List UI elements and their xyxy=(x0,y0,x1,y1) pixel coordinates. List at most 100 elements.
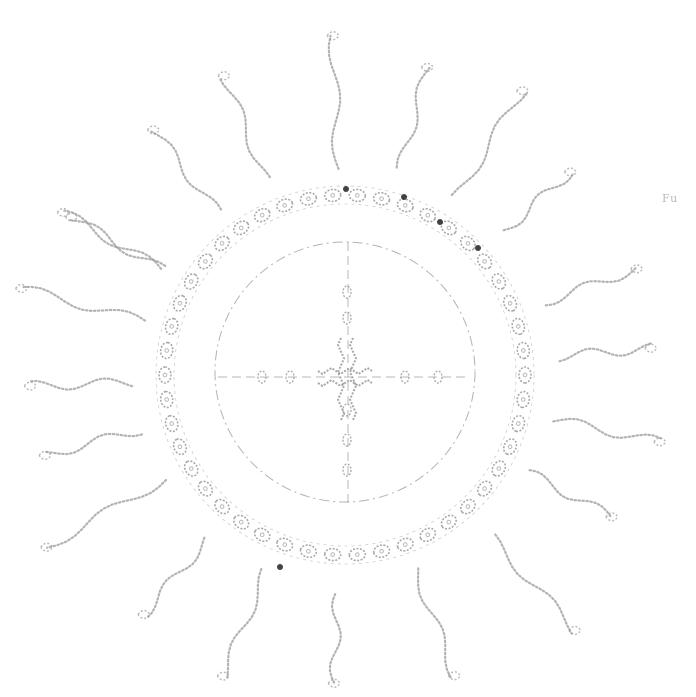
ring-bead-center xyxy=(307,197,311,201)
ring-bead-center xyxy=(522,349,526,353)
ring-bead-center xyxy=(204,487,208,491)
ring-bead xyxy=(299,544,317,559)
ring-bead xyxy=(516,391,530,408)
ray-tip-11 xyxy=(606,513,618,521)
ray-9 xyxy=(560,343,651,361)
ring-bead xyxy=(501,437,518,456)
ring-bead-center xyxy=(466,242,470,246)
ray-3 xyxy=(219,78,270,178)
ring-bead xyxy=(252,206,272,224)
central-cross xyxy=(318,338,372,420)
ring-bead xyxy=(519,367,531,383)
ring-bead-center xyxy=(220,242,224,246)
ring-bead-center xyxy=(426,533,430,537)
ring-bead-center xyxy=(497,467,501,471)
ring-bead-center xyxy=(260,533,264,537)
ring-bead-center xyxy=(331,553,335,557)
ring-bead xyxy=(510,317,526,336)
ring-bead-center xyxy=(404,204,408,208)
ring-bead xyxy=(490,272,509,292)
stray-text-mark: Fu xyxy=(662,192,678,205)
dark-dot-group xyxy=(277,186,481,570)
ray-13 xyxy=(418,568,450,677)
ray-12 xyxy=(495,535,571,634)
ray-2 xyxy=(151,132,221,210)
axis-loop-1 xyxy=(343,286,351,298)
ray-tip-4 xyxy=(327,32,339,40)
ring-bead xyxy=(475,251,494,271)
ray-4 xyxy=(329,36,340,169)
ring-bead xyxy=(501,294,518,313)
ray-tip-3 xyxy=(218,72,230,80)
ray-7 xyxy=(504,174,573,230)
ring-bead xyxy=(252,526,272,544)
ring-bead xyxy=(182,272,201,292)
ring-bead-center xyxy=(165,398,169,402)
ring-bead xyxy=(212,234,232,254)
ring-outer-line xyxy=(156,186,534,564)
ring-bead xyxy=(160,391,174,408)
ring-bead xyxy=(275,536,294,553)
ring-bead xyxy=(458,497,478,517)
ring-bead-center xyxy=(220,505,224,509)
ring-bead-center xyxy=(404,543,408,547)
ray-10 xyxy=(553,419,660,438)
ring-bead-center xyxy=(204,260,208,264)
ring-bead xyxy=(349,189,366,202)
ring-bead-center xyxy=(517,422,521,426)
ring-bead-center xyxy=(523,373,527,377)
ray-17 xyxy=(47,480,166,548)
ring-bead-center xyxy=(447,226,451,230)
ring-bead xyxy=(516,342,530,359)
ring-bead xyxy=(324,548,341,561)
dark-dot-4 xyxy=(475,245,481,251)
ring-bead-center xyxy=(508,445,512,449)
ring-bead xyxy=(164,414,180,433)
ring-bead xyxy=(196,479,215,499)
ray-11 xyxy=(530,470,612,517)
ring-bead xyxy=(164,317,180,336)
dark-dot-3 xyxy=(437,219,443,225)
ray-18 xyxy=(44,434,142,454)
ring-bead xyxy=(275,197,294,214)
ring-bead-center xyxy=(178,302,182,306)
ring-bead-center xyxy=(307,549,311,553)
ring-bead xyxy=(439,513,459,532)
axis-loop-3 xyxy=(343,404,351,416)
inner-circle-group xyxy=(215,242,475,505)
ray-tip-6 xyxy=(517,87,529,95)
ray-16 xyxy=(148,538,205,618)
dark-dot-2 xyxy=(401,194,407,200)
ring-bead-center xyxy=(283,543,287,547)
ring-bead-center xyxy=(356,194,360,198)
ring-bead xyxy=(396,536,415,553)
ring-bead xyxy=(182,459,201,479)
ray-tip-20 xyxy=(16,284,28,292)
axis-loop-2 xyxy=(343,312,351,324)
ring-bead-center xyxy=(517,325,521,329)
ring-bead-center xyxy=(483,260,487,264)
ring-bead-center xyxy=(189,467,193,471)
bead-ring xyxy=(156,186,534,564)
ring-inner-line xyxy=(174,204,516,546)
ring-bead xyxy=(231,218,251,237)
ring-bead-center xyxy=(380,197,384,201)
ring-bead xyxy=(299,191,317,206)
ring-bead xyxy=(458,234,478,254)
ray-tip-16 xyxy=(138,611,150,619)
ring-bead xyxy=(324,189,341,202)
ray-19 xyxy=(30,379,132,390)
ring-bead-center xyxy=(356,553,360,557)
ray-6 xyxy=(452,93,527,195)
ring-bead-center xyxy=(239,520,243,524)
ring-bead-center xyxy=(189,280,193,284)
ray-21 xyxy=(70,220,165,266)
ring-bead-center xyxy=(522,398,526,402)
cross-horizontal-bottom xyxy=(318,380,372,386)
ring-bead-center xyxy=(239,226,243,230)
ring-bead xyxy=(171,437,188,456)
ring-bead-center xyxy=(283,204,287,208)
ring-bead-center xyxy=(447,520,451,524)
cross-horizontal-top xyxy=(318,368,372,374)
